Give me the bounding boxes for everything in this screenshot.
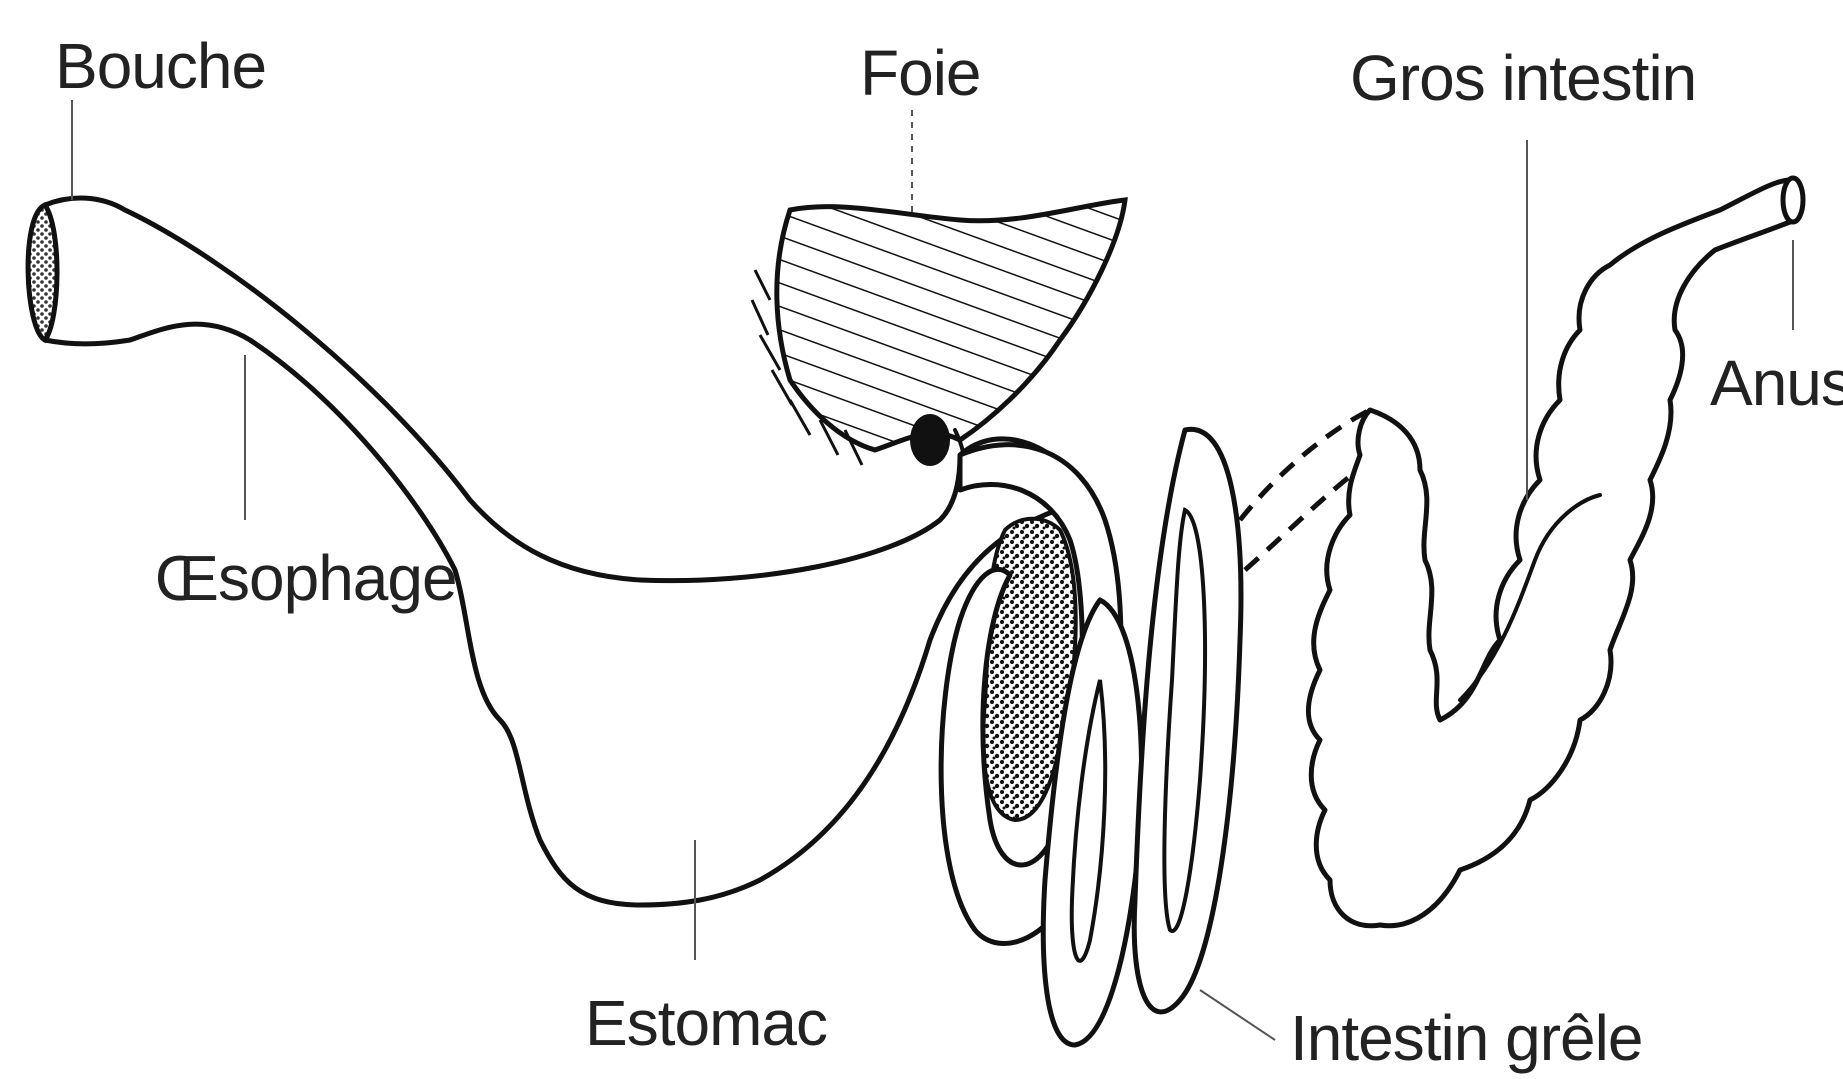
leader-intestin-grele bbox=[1200, 990, 1275, 1040]
liver-shape bbox=[777, 200, 1125, 450]
mouth-opening bbox=[28, 205, 57, 340]
anus-opening bbox=[1783, 178, 1803, 222]
gallbladder bbox=[910, 414, 950, 466]
label-gros-intestin: Gros intestin bbox=[1350, 42, 1696, 114]
label-bouche: Bouche bbox=[55, 30, 266, 102]
label-estomac: Estomac bbox=[585, 987, 827, 1059]
label-foie: Foie bbox=[860, 37, 981, 109]
label-oesophage: Œsophage bbox=[155, 542, 457, 614]
liver bbox=[752, 200, 1125, 490]
large-intestine bbox=[1308, 178, 1803, 926]
label-intestin-grele: Intestin grêle bbox=[1290, 1002, 1642, 1074]
colon-shape bbox=[1308, 180, 1795, 926]
coil-right-outer bbox=[1134, 429, 1241, 1012]
label-anus: Anus bbox=[1710, 347, 1843, 419]
